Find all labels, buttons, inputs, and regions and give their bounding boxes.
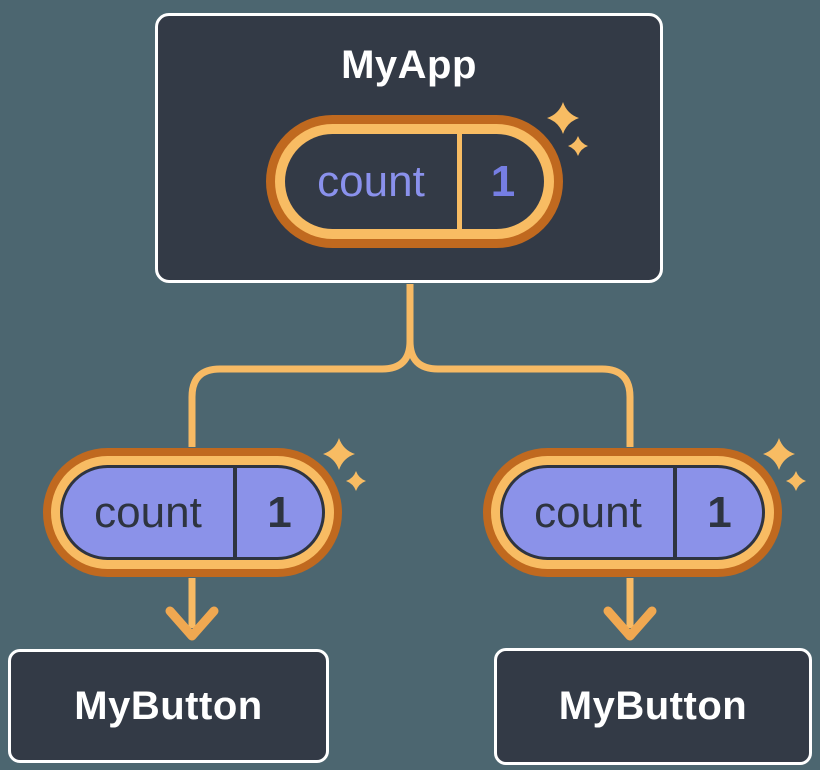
- state-value: 1: [267, 487, 292, 537]
- child-state-pill-right: count 1: [483, 448, 782, 577]
- sparkle-icon: [323, 438, 355, 470]
- state-label: count: [534, 487, 642, 537]
- sparkle-icon: [763, 438, 795, 470]
- sparkle-icon: [346, 471, 366, 491]
- arrow-right: [603, 578, 657, 641]
- root-state-pill: count 1: [266, 115, 563, 248]
- child-state-pill-ring: count 1: [51, 456, 334, 569]
- root-state-pill-ring: count 1: [275, 124, 554, 239]
- child-state-pill-core: count 1: [500, 465, 765, 560]
- child-state-pill-ring: count 1: [491, 456, 774, 569]
- root-component-box: MyApp count 1: [155, 13, 663, 283]
- child-component-title: MyButton: [74, 683, 263, 728]
- child-component-box-right: MyButton: [494, 648, 812, 765]
- arrow-left: [165, 578, 219, 641]
- connector-stem-left-branch: [188, 284, 414, 447]
- arrow-head-icon: [603, 606, 657, 641]
- connector-right-branch: [406, 340, 634, 447]
- tree-connector: [188, 284, 634, 447]
- state-value: 1: [490, 156, 516, 206]
- pill-divider: [673, 468, 677, 557]
- state-label: count: [317, 156, 425, 206]
- child-state-value-cell: 1: [677, 468, 762, 557]
- child-state-pill-core: count 1: [60, 465, 325, 560]
- child-state-value-cell: 1: [237, 468, 322, 557]
- child-component-box-left: MyButton: [8, 649, 329, 763]
- child-state-label-cell: count: [63, 468, 233, 557]
- root-state-pill-core: count 1: [285, 134, 544, 229]
- pill-divider: [457, 134, 462, 229]
- root-state-value-cell: 1: [462, 134, 544, 229]
- arrow-head-icon: [165, 606, 219, 641]
- child-state-pill-left: count 1: [43, 448, 342, 577]
- root-state-label-cell: count: [285, 134, 457, 229]
- pill-divider: [233, 468, 237, 557]
- root-component-title: MyApp: [341, 43, 477, 87]
- state-label: count: [94, 487, 202, 537]
- sparkle-icon: [786, 471, 806, 491]
- child-state-label-cell: count: [503, 468, 673, 557]
- state-value: 1: [707, 487, 732, 537]
- child-component-title: MyButton: [558, 684, 748, 728]
